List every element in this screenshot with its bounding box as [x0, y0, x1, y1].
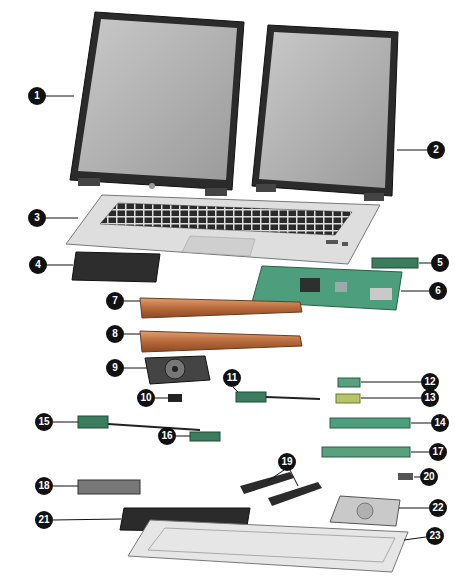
callout-number: 16 — [158, 427, 176, 445]
bottom-cover — [128, 520, 408, 572]
leader-lines — [46, 96, 431, 540]
callout-number: 13 — [421, 389, 439, 407]
callout-number: 20 — [420, 468, 438, 486]
small-board — [372, 258, 418, 268]
callout-number: 19 — [278, 453, 296, 471]
callout-number: 3 — [28, 209, 46, 227]
callout-number: 15 — [35, 413, 53, 431]
heat-sink — [140, 298, 302, 318]
callout-number: 14 — [431, 414, 449, 432]
small-board — [190, 432, 220, 441]
solid-state-drive — [322, 447, 410, 457]
display-assembly — [252, 25, 398, 201]
card — [336, 394, 360, 403]
callout-number: 10 — [137, 389, 155, 407]
board-with-cable — [236, 392, 320, 402]
speakers — [240, 472, 322, 506]
display-assembly — [70, 12, 244, 196]
callout-number: 23 — [426, 527, 444, 545]
callout-number: 11 — [223, 369, 241, 387]
small-board — [78, 480, 140, 494]
board-with-cable — [78, 416, 200, 430]
card — [338, 378, 360, 387]
callout-number: 4 — [29, 256, 47, 274]
callout-number: 7 — [106, 292, 124, 310]
callout-number: 18 — [35, 477, 53, 495]
memory-module — [330, 418, 410, 428]
touchpad — [72, 252, 160, 282]
callout-number: 22 — [429, 499, 447, 517]
callout-number: 5 — [431, 254, 449, 272]
callout-number: 9 — [106, 359, 124, 377]
small-part — [398, 473, 413, 480]
callout-number: 8 — [106, 325, 124, 343]
callout-number: 21 — [35, 511, 53, 529]
callout-number: 6 — [429, 282, 447, 300]
heat-sink — [140, 331, 302, 352]
connector — [168, 394, 182, 402]
callout-number: 17 — [429, 443, 447, 461]
hard-drive — [330, 496, 400, 526]
fan — [145, 356, 210, 384]
callout-number: 2 — [427, 141, 445, 159]
callout-number: 1 — [28, 87, 46, 105]
